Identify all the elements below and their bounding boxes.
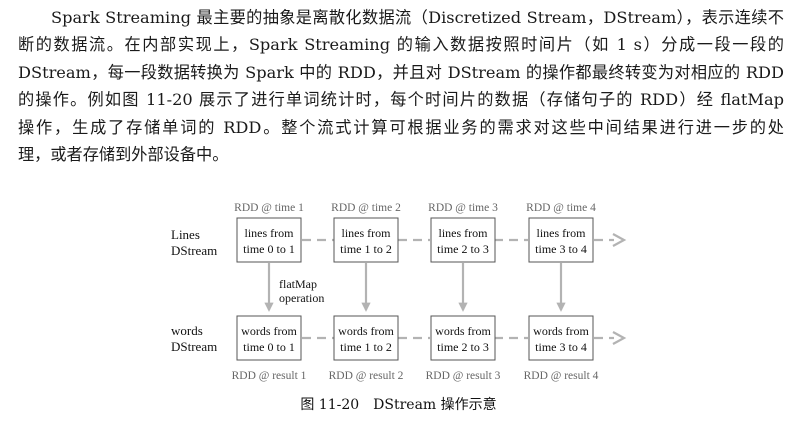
box-text: time 2 to 3 bbox=[437, 242, 489, 256]
box-text: time 3 to 4 bbox=[535, 340, 587, 354]
box-text: words from bbox=[533, 324, 589, 338]
paragraph-line: Spark Streaming 最主要的抽象是离散化数据流（Discretize… bbox=[51, 8, 784, 27]
box-text: lines from bbox=[537, 226, 587, 240]
lines-rdd-box: lines from time 1 to 2 bbox=[333, 217, 399, 263]
paragraph-line: 的操作。例如图 11-20 展示了进行单词统计时，每个时间片的数据（存储句子的 … bbox=[18, 90, 784, 110]
paragraph-line: 理，或者存储到外部设备中。 bbox=[18, 144, 229, 164]
row-label-lines-dstream: DStream bbox=[171, 243, 217, 258]
box-text: time 0 to 1 bbox=[243, 340, 295, 354]
box-text: words from bbox=[241, 324, 297, 338]
box-text: time 1 to 2 bbox=[340, 340, 392, 354]
lines-rdd-box: lines from time 2 to 3 bbox=[430, 217, 496, 263]
figure-caption: 图 11-20 DStream 操作示意 bbox=[300, 397, 497, 413]
arrowhead-icon bbox=[612, 233, 627, 247]
words-rdd-box: words from time 2 to 3 bbox=[430, 315, 496, 361]
box-text: lines from bbox=[342, 226, 392, 240]
box-text: time 1 to 2 bbox=[340, 242, 392, 256]
body-paragraph: Spark Streaming 最主要的抽象是离散化数据流（Discretize… bbox=[18, 4, 784, 168]
box-text: lines from bbox=[439, 226, 489, 240]
row-label-words-dstream: DStream bbox=[171, 339, 217, 354]
box-text: time 3 to 4 bbox=[535, 242, 587, 256]
top-rdd-label: RDD @ time 3 bbox=[428, 202, 498, 214]
bottom-rdd-label: RDD @ result 1 bbox=[232, 370, 307, 382]
row-label-words: words bbox=[171, 323, 203, 338]
bottom-rdd-label: RDD @ result 2 bbox=[329, 370, 404, 382]
operation-label-operation: operation bbox=[279, 291, 324, 305]
top-rdd-label: RDD @ time 4 bbox=[526, 202, 596, 214]
box-text: words from bbox=[338, 324, 394, 338]
flatmap-arrows bbox=[264, 263, 566, 312]
bottom-rdd-label: RDD @ result 3 bbox=[426, 370, 501, 382]
words-rdd-box: words from time 3 to 4 bbox=[528, 315, 594, 361]
top-rdd-label: RDD @ time 1 bbox=[234, 202, 304, 214]
paragraph-line: 断的数据流。在内部实现上，Spark Streaming 的输入数据按照时间片（… bbox=[18, 35, 784, 55]
lines-rdd-box: lines from time 0 to 1 bbox=[236, 217, 302, 263]
arrowhead-icon bbox=[612, 331, 627, 345]
box-text: time 0 to 1 bbox=[243, 242, 295, 256]
words-rdd-box: words from time 1 to 2 bbox=[333, 315, 399, 361]
lines-rdd-box: lines from time 3 to 4 bbox=[528, 217, 594, 263]
paragraph-line: DStream，每一段数据转换为 Spark 中的 RDD，并且对 DStrea… bbox=[18, 62, 784, 82]
bottom-rdd-label: RDD @ result 4 bbox=[524, 370, 599, 382]
box-text: time 2 to 3 bbox=[437, 340, 489, 354]
box-text: words from bbox=[435, 324, 491, 338]
paragraph-line: 操作，生成了存储单词的 RDD。整个流式计算可根据业务的需求对这些中间结果进行进… bbox=[18, 117, 784, 137]
box-text: lines from bbox=[245, 226, 295, 240]
operation-label-flatmap: flatMap bbox=[279, 277, 317, 291]
words-rdd-box: words from time 0 to 1 bbox=[236, 315, 302, 361]
row-label-lines: Lines bbox=[171, 227, 200, 242]
top-rdd-label: RDD @ time 2 bbox=[331, 202, 401, 214]
